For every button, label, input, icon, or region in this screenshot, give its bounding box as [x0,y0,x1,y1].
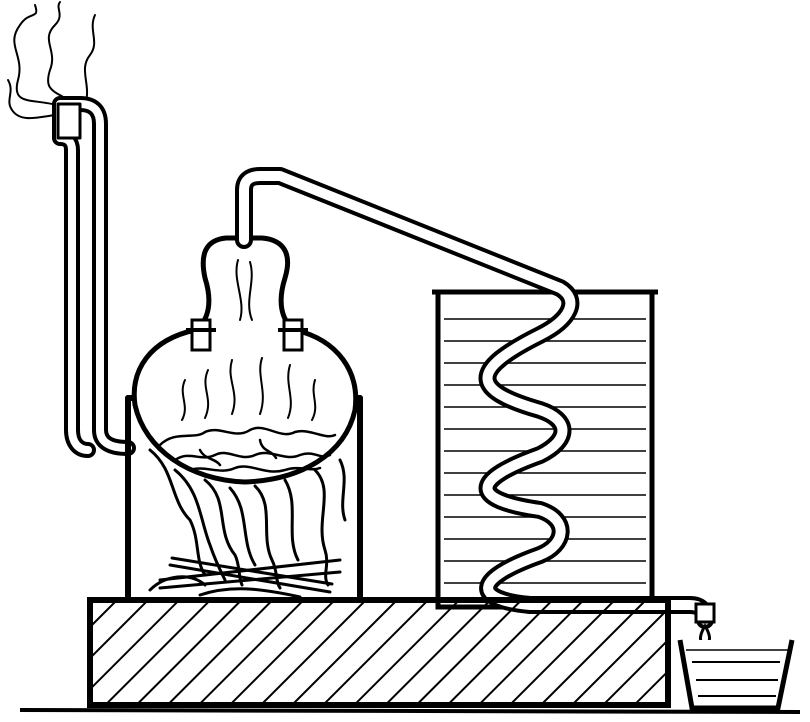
ground-line [20,710,800,712]
outlet-spout [696,604,714,622]
chimney-pipe [58,104,128,450]
firewood [150,558,340,597]
brick-hearth [90,600,668,705]
pot-still [134,238,355,482]
collection-bucket [680,640,792,708]
